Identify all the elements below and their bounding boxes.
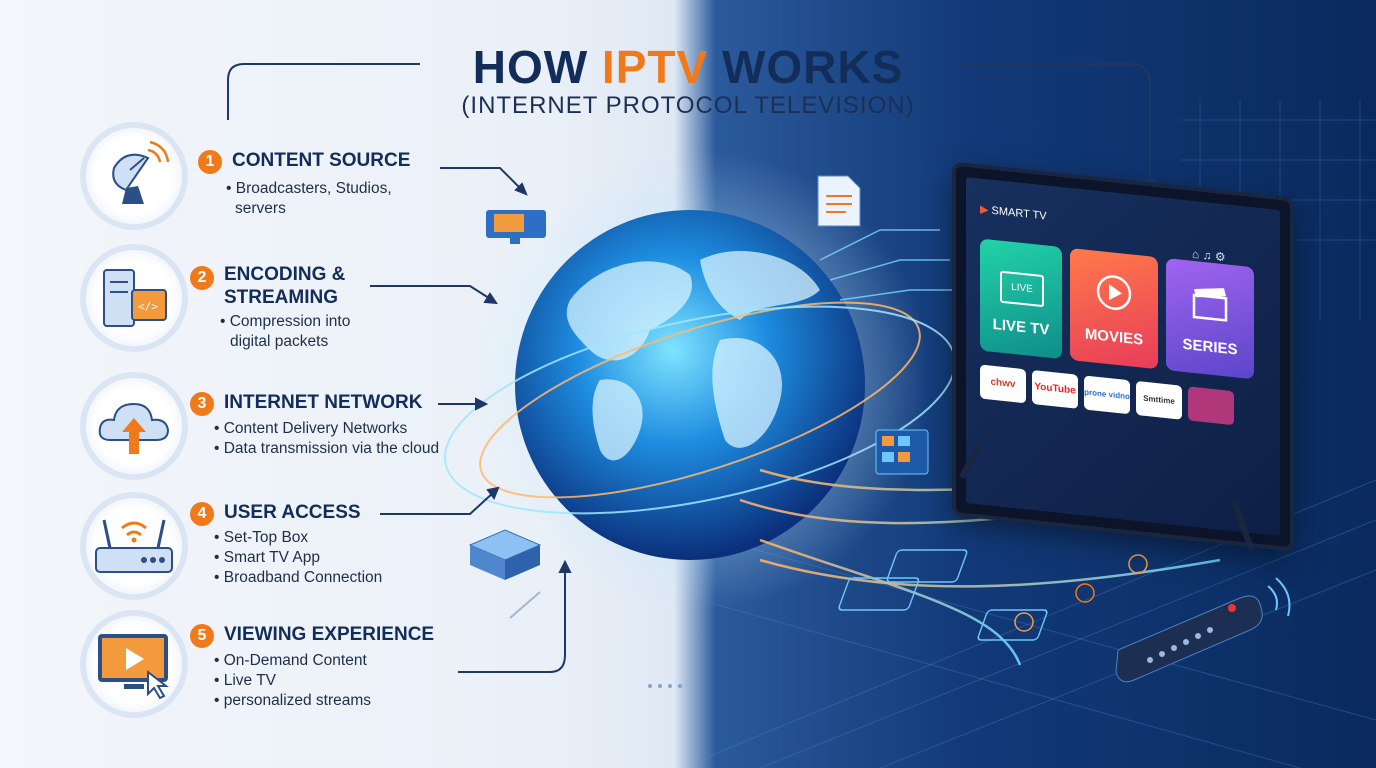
- step-3-bullet-1: • Content Delivery Networks: [214, 420, 408, 437]
- orbit-rings: [443, 301, 957, 515]
- step-1-title: CONTENT SOURCE: [232, 150, 411, 171]
- step-1-bullet-1: • Broadcasters, Studios,: [226, 180, 392, 197]
- step-5-badge: 5: [190, 624, 214, 648]
- step-arrows: [370, 167, 572, 673]
- app-showtime[interactable]: Smttime: [1136, 380, 1182, 420]
- document-icon: [817, 175, 861, 227]
- title-connectors: [227, 63, 1158, 192]
- step-5-bullet-3: • personalized streams: [214, 692, 372, 709]
- step-3-bullet-2: • Data transmission via the cloud: [214, 440, 440, 457]
- step-2-badge: 2: [190, 266, 214, 290]
- server-code-icon: </>: [86, 250, 182, 346]
- app-youtube[interactable]: YouTube: [1032, 369, 1078, 409]
- step-5-bullet-2: • Live TV: [214, 672, 276, 689]
- step-4-bullet-2: • Smart TV App: [214, 549, 320, 566]
- step-4-badge: 4: [190, 502, 214, 526]
- tile-live-tv[interactable]: LIVE LIVE TV: [980, 238, 1062, 360]
- tile-movies[interactable]: MOVIES: [1070, 247, 1158, 370]
- live-badge-icon: LIVE: [1000, 270, 1044, 308]
- page-subtitle: (INTERNET PROTOCOL TELEVISION): [461, 92, 915, 119]
- floor-icons: [838, 549, 1148, 641]
- title-highlight: IPTV: [601, 41, 709, 93]
- step-5-title: VIEWING EXPERIENCE: [224, 624, 435, 645]
- step-5-bullet-1: • On-Demand Content: [214, 652, 367, 669]
- tile-live-tv-label: LIVE TV: [992, 315, 1050, 339]
- step-3-title: INTERNET NETWORK: [224, 392, 423, 413]
- step-4-bullet-1: • Set-Top Box: [214, 529, 309, 546]
- clapperboard-icon: [1192, 288, 1228, 322]
- step-3-badge: 3: [190, 392, 214, 416]
- play-circle-icon: [1096, 275, 1132, 310]
- step-2-bullet-2: digital packets: [230, 333, 329, 350]
- dots: [648, 684, 682, 688]
- remote-control-icon: [1115, 577, 1291, 683]
- app-media[interactable]: [1188, 386, 1234, 426]
- svg-text:</>: </>: [138, 300, 158, 313]
- monitor-small-icon: [486, 210, 546, 244]
- tile-movies-label: MOVIES: [1084, 325, 1144, 349]
- app-prime-video[interactable]: prone vidno: [1084, 375, 1130, 415]
- step-2-title-line-1: ENCODING &: [224, 264, 346, 285]
- router-icon: [86, 498, 182, 594]
- cloud-upload-icon: [86, 378, 182, 474]
- step-2-bullet-1: • Compression into: [220, 313, 351, 330]
- step-4-bullet-3: • Broadband Connection: [214, 569, 383, 586]
- satellite-dish-icon: [86, 128, 182, 224]
- server-stack-icon: [468, 529, 542, 580]
- continents: [566, 251, 820, 461]
- step-2-title-line-2: STREAMING: [224, 287, 338, 308]
- step-4-title: USER ACCESS: [224, 502, 361, 523]
- circuit-lines: [819, 229, 955, 301]
- globe: [515, 210, 865, 560]
- page-title: HOW IPTV WORKS: [472, 41, 904, 93]
- smart-tv: ▶ SMART TV ⌂ ♫ ⚙ LIVE LIVE TV MOVIES SER…: [956, 166, 1290, 548]
- app-chwv[interactable]: chwv: [980, 364, 1026, 404]
- tile-series-label: SERIES: [1182, 335, 1238, 359]
- play-screen-icon: [86, 616, 182, 712]
- media-grid-icon: [875, 429, 929, 475]
- step-1-badge: 1: [198, 150, 222, 174]
- step-1-bullet-2: servers: [235, 200, 286, 217]
- tile-series[interactable]: SERIES: [1166, 258, 1254, 380]
